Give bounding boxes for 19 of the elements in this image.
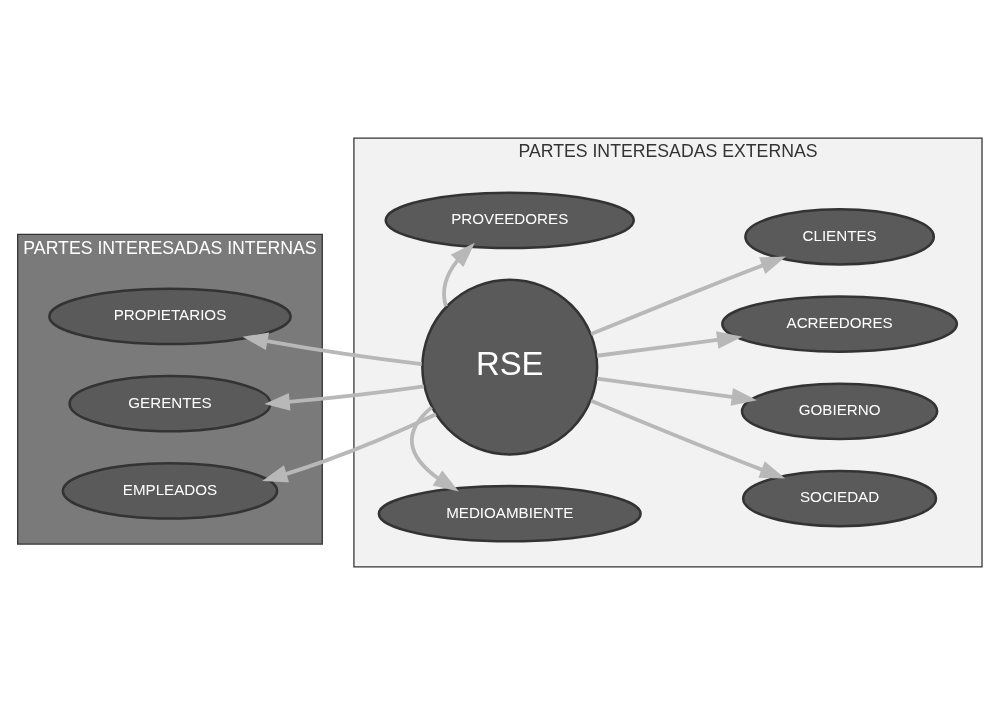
node-ellipse: CLIENTES <box>744 207 936 266</box>
node-ellipse: SOCIEDAD <box>741 469 938 527</box>
node-circle: RSE <box>421 277 599 456</box>
node-ellipse: MEDIOAMBIENTE <box>377 484 642 543</box>
node-ellipse: EMPLEADOS <box>61 461 279 520</box>
arrow <box>410 405 459 492</box>
arrow <box>590 398 786 479</box>
node-ellipse: GOBIERNO <box>740 381 939 440</box>
node-ellipse: ACREEDORES <box>721 294 959 353</box>
node-ellipse: PROPIETARIOS <box>48 287 292 345</box>
arrow <box>596 376 757 406</box>
arrow <box>596 330 743 358</box>
arrow <box>242 332 422 366</box>
arrow <box>590 256 786 336</box>
arrow <box>442 242 475 307</box>
arrow <box>264 383 425 411</box>
arrow <box>262 412 437 482</box>
node-ellipse: PROVEEDORES <box>384 191 636 249</box>
node-ellipse: GERENTES <box>68 374 272 433</box>
